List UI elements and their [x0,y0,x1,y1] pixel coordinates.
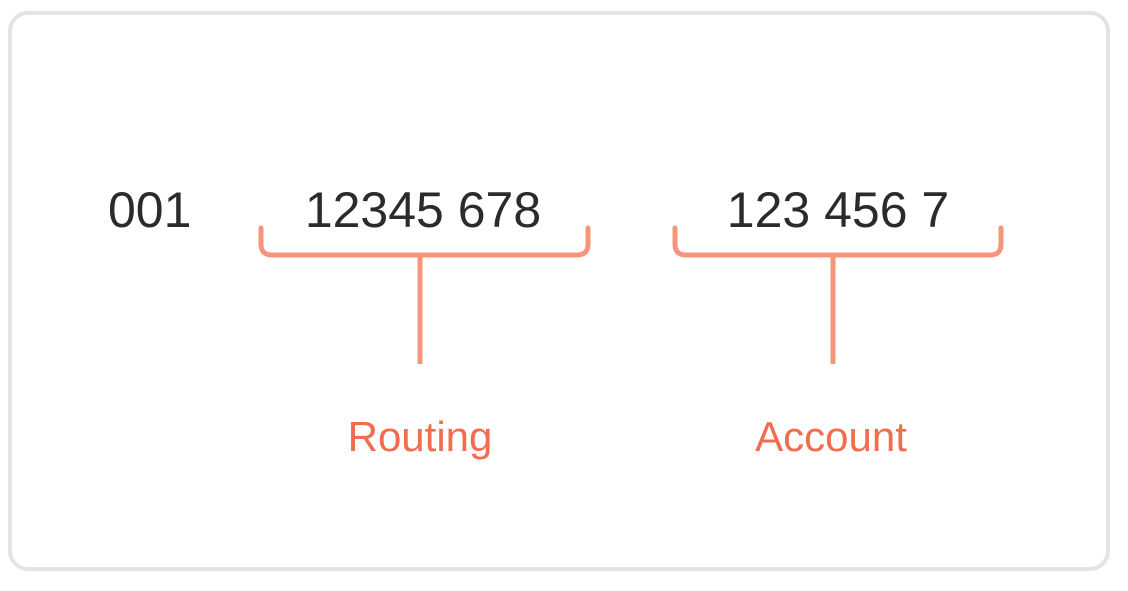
routing-label: Routing [347,413,493,460]
diagram-card [8,11,1110,571]
routing-number: 12345 678 [304,182,542,238]
prefix-number: 001 [108,182,192,238]
account-label: Account [755,413,907,460]
account-number: 123 456 7 [726,182,950,238]
